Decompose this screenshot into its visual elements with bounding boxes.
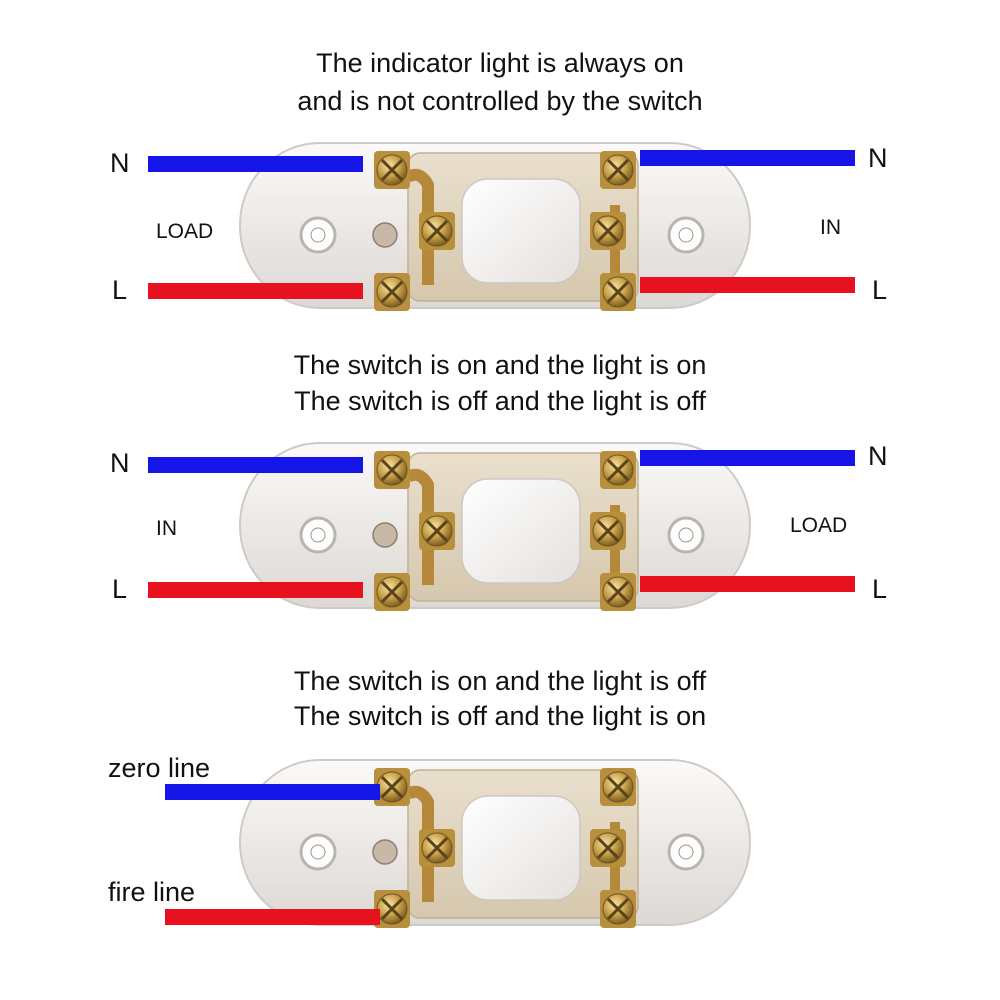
switch-panel-3: [165, 760, 750, 928]
panel-2-right-l-label: L: [872, 574, 888, 604]
panel-1-left-side-label: LOAD: [156, 220, 214, 243]
panel-2-right-n-label: N: [868, 441, 888, 471]
panel-1-right-n-label: N: [868, 143, 888, 173]
panel-2-left-side-label: IN: [156, 517, 177, 540]
panel-3-caption-line-1: The switch is on and the light is off: [293, 666, 707, 696]
panel-2-caption-line-2: The switch is off and the light is off: [294, 386, 706, 416]
panel-1-caption-line-2: and is not controlled by the switch: [297, 86, 703, 116]
left-neutral-wire: [148, 156, 363, 172]
panel-1-caption-line-1: The indicator light is always on: [316, 48, 684, 78]
switch-panel-2: [148, 443, 855, 611]
panel-3-caption-line-2: The switch is off and the light is on: [293, 701, 707, 731]
right-live-wire: [640, 277, 855, 293]
panel-2-left-l-label: L: [112, 574, 128, 604]
panel-1-left-n-label: N: [110, 148, 130, 178]
right-neutral-wire: [640, 150, 855, 166]
left-live-wire: [148, 283, 363, 299]
panel-1-left-l-label: L: [112, 275, 128, 305]
left-neutral-wire: [148, 457, 363, 473]
right-neutral-wire: [640, 450, 855, 466]
panel-2-right-side-label: LOAD: [790, 514, 848, 537]
zero-line-label: zero line: [108, 753, 211, 783]
fire-line-wire: [165, 909, 380, 925]
switch-panel-1: [148, 143, 855, 311]
panel-2-caption-line-1: The switch is on and the light is on: [293, 350, 707, 380]
right-live-wire: [640, 576, 855, 592]
panel-1-right-side-label: IN: [820, 216, 841, 239]
fire-line-label: fire line: [108, 877, 196, 907]
panel-1-right-l-label: L: [872, 275, 888, 305]
panel-2-left-n-label: N: [110, 448, 130, 478]
zero-line-wire: [165, 784, 380, 800]
left-live-wire: [148, 582, 363, 598]
